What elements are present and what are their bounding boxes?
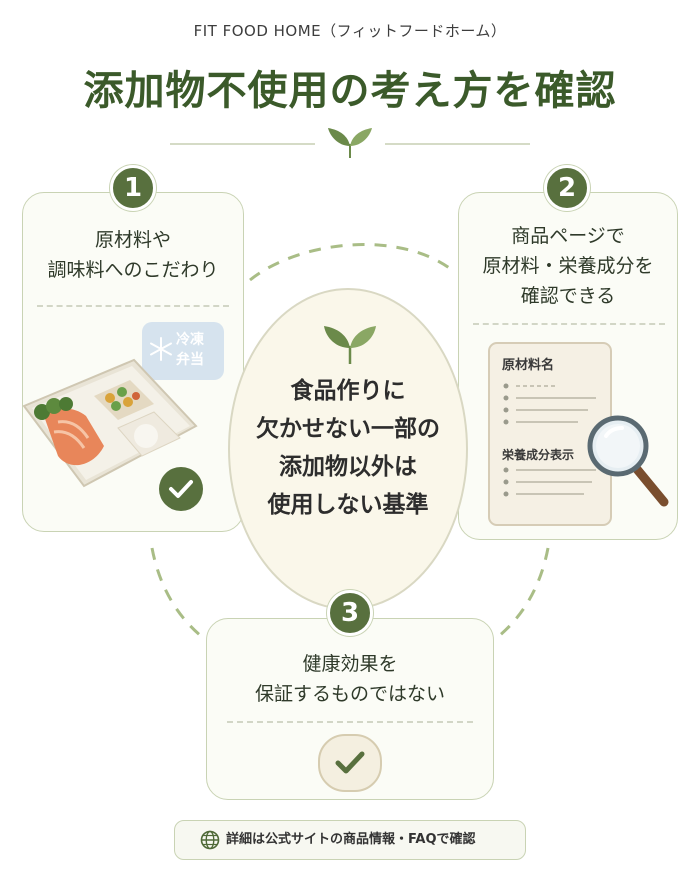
sprout-icon — [324, 326, 376, 364]
frozen-label: 冷凍 弁当 — [176, 332, 204, 368]
brand-name: FIT FOOD HOME（フィットフードホーム） — [193, 22, 507, 40]
number-badge-3: 3 — [327, 590, 373, 636]
page-title: 添加物不使用の考え方を確認 — [83, 68, 617, 114]
magnifier-icon — [587, 415, 669, 507]
ingredients-heading: 原材料名 — [502, 358, 555, 373]
footer-pill[interactable] — [174, 820, 526, 860]
document-illustration — [488, 342, 612, 526]
leaf-divider — [170, 128, 530, 158]
point3-text: 健康効果を 保証するものではない — [254, 653, 445, 705]
number-badge-2: 2 — [544, 165, 590, 211]
snowflake-icon — [150, 337, 172, 361]
check-icon — [159, 467, 203, 511]
dashed-divider — [227, 721, 473, 723]
bento-illustration — [22, 358, 198, 488]
center-statement: 食品作りに 欠かせない一部の 添加物以外は 使用しない基準 — [256, 378, 440, 518]
dashed-divider — [473, 323, 665, 325]
point1-text: 原材料や 調味料へのこだわり — [47, 229, 219, 281]
number-badge-1: 1 — [110, 165, 156, 211]
check-icon — [318, 734, 382, 792]
globe-icon — [200, 830, 220, 850]
point2-text: 商品ページで 原材料・栄養成分を 確認できる — [482, 225, 654, 307]
dashed-divider — [37, 305, 229, 307]
footer-link-text[interactable]: 詳細は公式サイトの商品情報・FAQで確認 — [226, 832, 476, 847]
sprout-icon — [328, 128, 372, 158]
nutrition-heading: 栄養成分表示 — [502, 448, 575, 462]
